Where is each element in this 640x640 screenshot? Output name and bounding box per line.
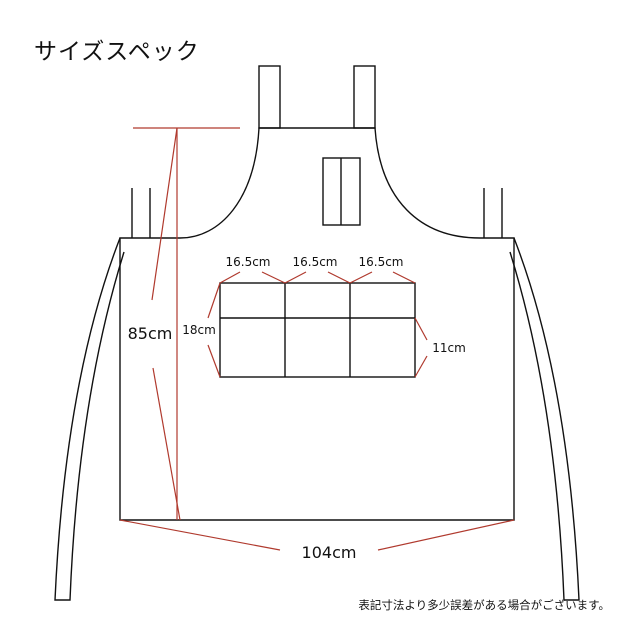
pocket-width-label: 16.5cm (358, 255, 404, 269)
disclaimer-note: 表記寸法より多少誤差がある場合がございます。 (358, 598, 610, 612)
front-pocket (219, 282, 416, 378)
width-label: 104cm (301, 543, 357, 562)
right-neck-strap (353, 65, 376, 129)
apron-outline (54, 65, 580, 601)
page-title: サイズスペック (34, 39, 200, 65)
right-waist-tie (509, 237, 580, 601)
left-neck-strap (258, 65, 281, 129)
total-length-label: 85cm (127, 324, 173, 343)
dimension-lines (119, 127, 515, 551)
pocket-width-label: 16.5cm (292, 255, 338, 269)
inner-pocket-height-label: 11cm (432, 341, 466, 355)
left-waist-tie (54, 237, 125, 601)
pocket-width-label: 16.5cm (225, 255, 271, 269)
pocket-height-label: 18cm (182, 323, 216, 337)
apron-body (119, 127, 515, 521)
